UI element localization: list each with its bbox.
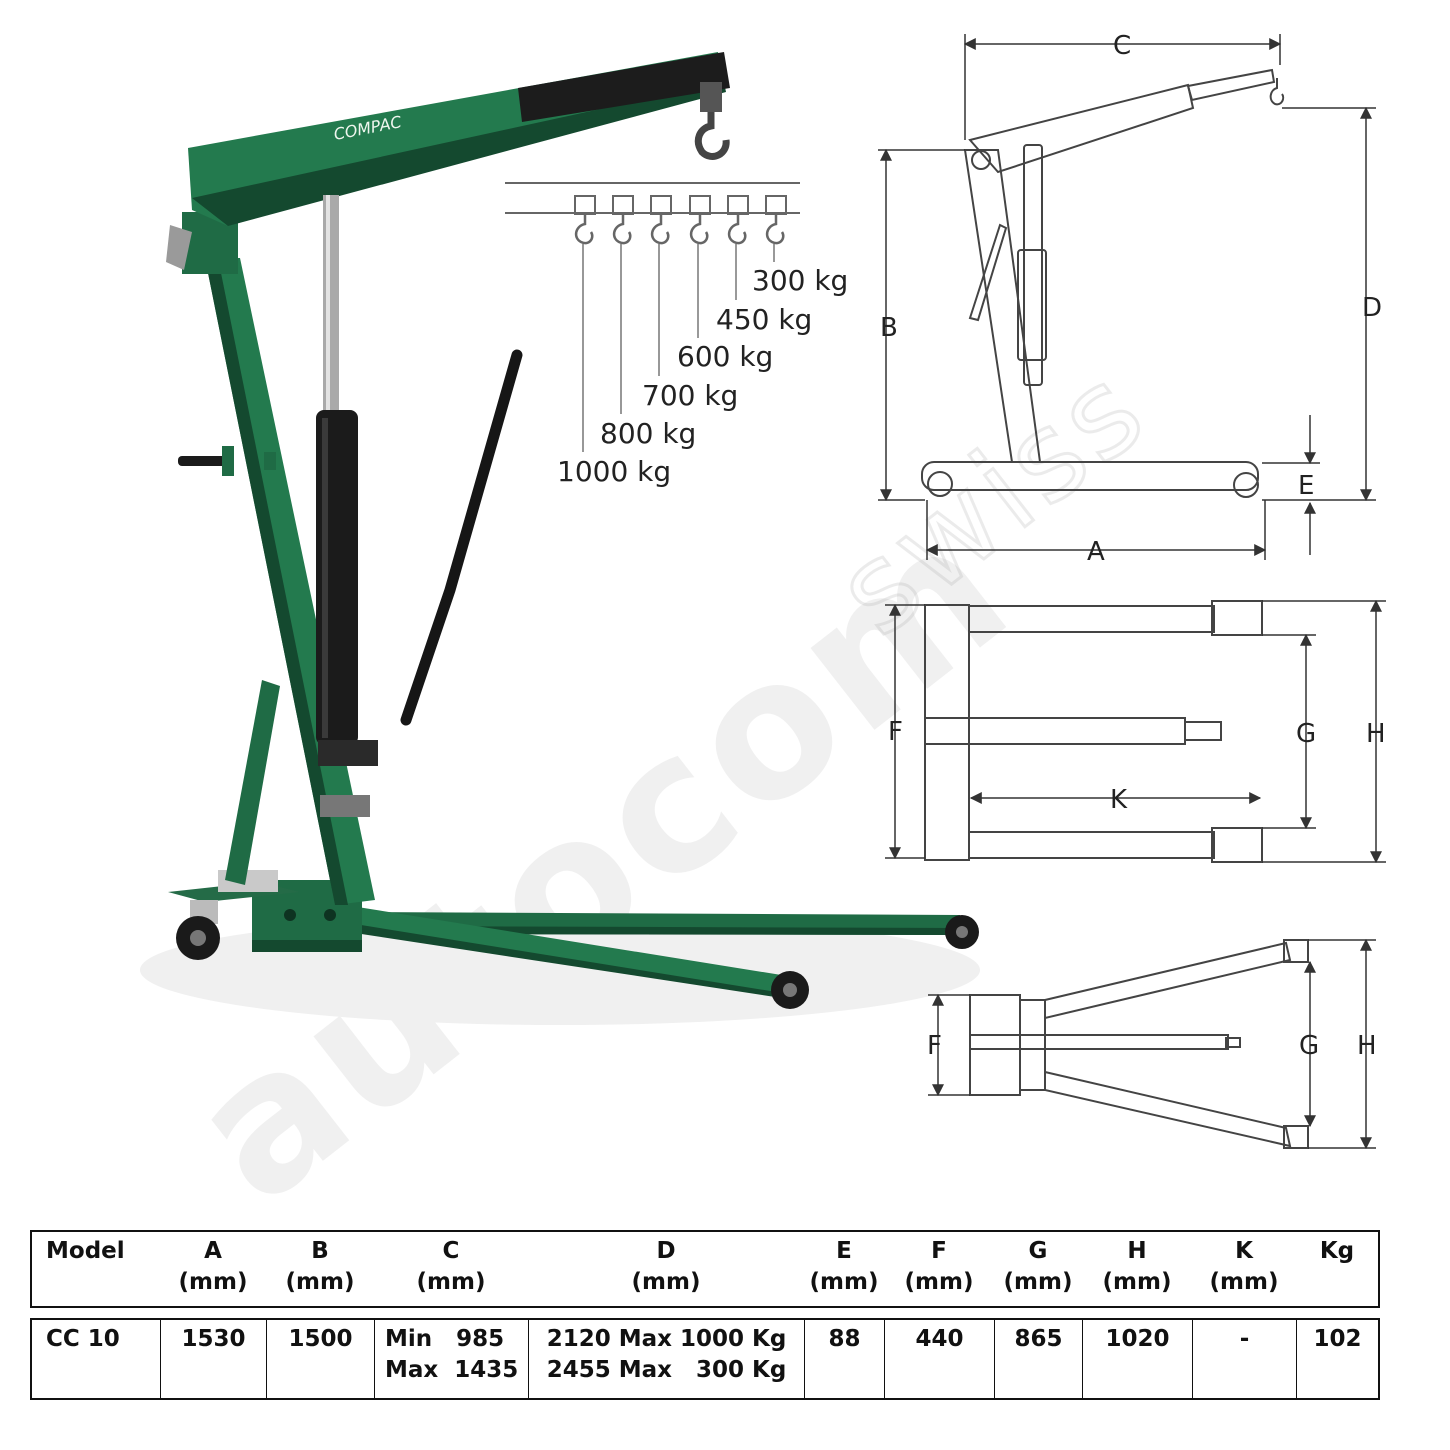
header-kg: Kg <box>1319 1238 1355 1264</box>
dim-label-g: G <box>1296 719 1316 749</box>
dim-label-h: H <box>1366 719 1386 749</box>
dim-label-d: D <box>1362 293 1382 323</box>
cell-k: - <box>1192 1320 1296 1398</box>
cell-g: 865 <box>994 1320 1082 1398</box>
dim-label-h-open: H <box>1357 1031 1377 1061</box>
hook-label-1000: 1000 kg <box>557 455 671 488</box>
side-view-dimensions <box>878 34 1376 560</box>
header-h: H(mm) <box>1102 1238 1172 1295</box>
header-b: B(mm) <box>285 1238 355 1295</box>
hook-position <box>689 195 711 338</box>
cell-model: CC 10 <box>46 1326 120 1352</box>
top-view-closed-drawing <box>924 600 1263 863</box>
top-view-open-drawing <box>969 939 1309 1149</box>
dim-label-b: B <box>880 313 898 343</box>
spec-table-header: Model A(mm) B(mm) C(mm) D(mm) E(mm) F(mm… <box>30 1230 1380 1308</box>
hook-label-450: 450 kg <box>716 303 812 336</box>
dim-label-f-open: F <box>927 1031 942 1061</box>
hook-label-300: 300 kg <box>752 264 848 297</box>
top-view-closed-dimensions <box>885 599 1386 864</box>
cell-e: 88 <box>804 1320 884 1398</box>
header-e: E(mm) <box>809 1238 879 1295</box>
header-g: G(mm) <box>1003 1238 1073 1295</box>
top-view-open-dimensions <box>928 938 1376 1150</box>
crane-illustration: COMPAC <box>140 52 980 1025</box>
hook-position <box>727 195 749 300</box>
header-a: A(mm) <box>178 1238 248 1295</box>
dim-label-k: K <box>1110 785 1128 815</box>
cell-f: 440 <box>884 1320 994 1398</box>
dim-label-c: C <box>1113 31 1131 61</box>
dim-label-f: F <box>888 717 903 747</box>
header-f: F(mm) <box>904 1238 974 1295</box>
dim-label-a: A <box>1087 537 1105 567</box>
hook-position <box>650 195 672 376</box>
hook-label-800: 800 kg <box>600 417 696 450</box>
dim-label-g-open: G <box>1299 1031 1319 1061</box>
cell-a: 1530 <box>160 1320 266 1398</box>
cell-kg: 102 <box>1296 1320 1378 1398</box>
header-model: Model <box>46 1238 125 1264</box>
cell-h: 1020 <box>1082 1320 1192 1398</box>
hook-position <box>765 195 787 262</box>
hook-label-600: 600 kg <box>677 340 773 373</box>
side-view-drawing <box>921 68 1285 498</box>
header-d: D(mm) <box>631 1238 701 1295</box>
hook-label-700: 700 kg <box>642 379 738 412</box>
dim-label-e: E <box>1298 471 1314 501</box>
hook-position <box>574 195 596 452</box>
hook-positions-diagram: 300 kg 450 kg 600 kg 700 kg 800 kg 1000 … <box>505 182 848 488</box>
header-c: C(mm) <box>416 1238 486 1295</box>
spec-table: Model A(mm) B(mm) C(mm) D(mm) E(mm) F(mm… <box>30 1230 1380 1400</box>
header-k: K(mm) <box>1209 1238 1279 1295</box>
hook-position <box>612 195 634 414</box>
cell-b: 1500 <box>266 1320 374 1398</box>
